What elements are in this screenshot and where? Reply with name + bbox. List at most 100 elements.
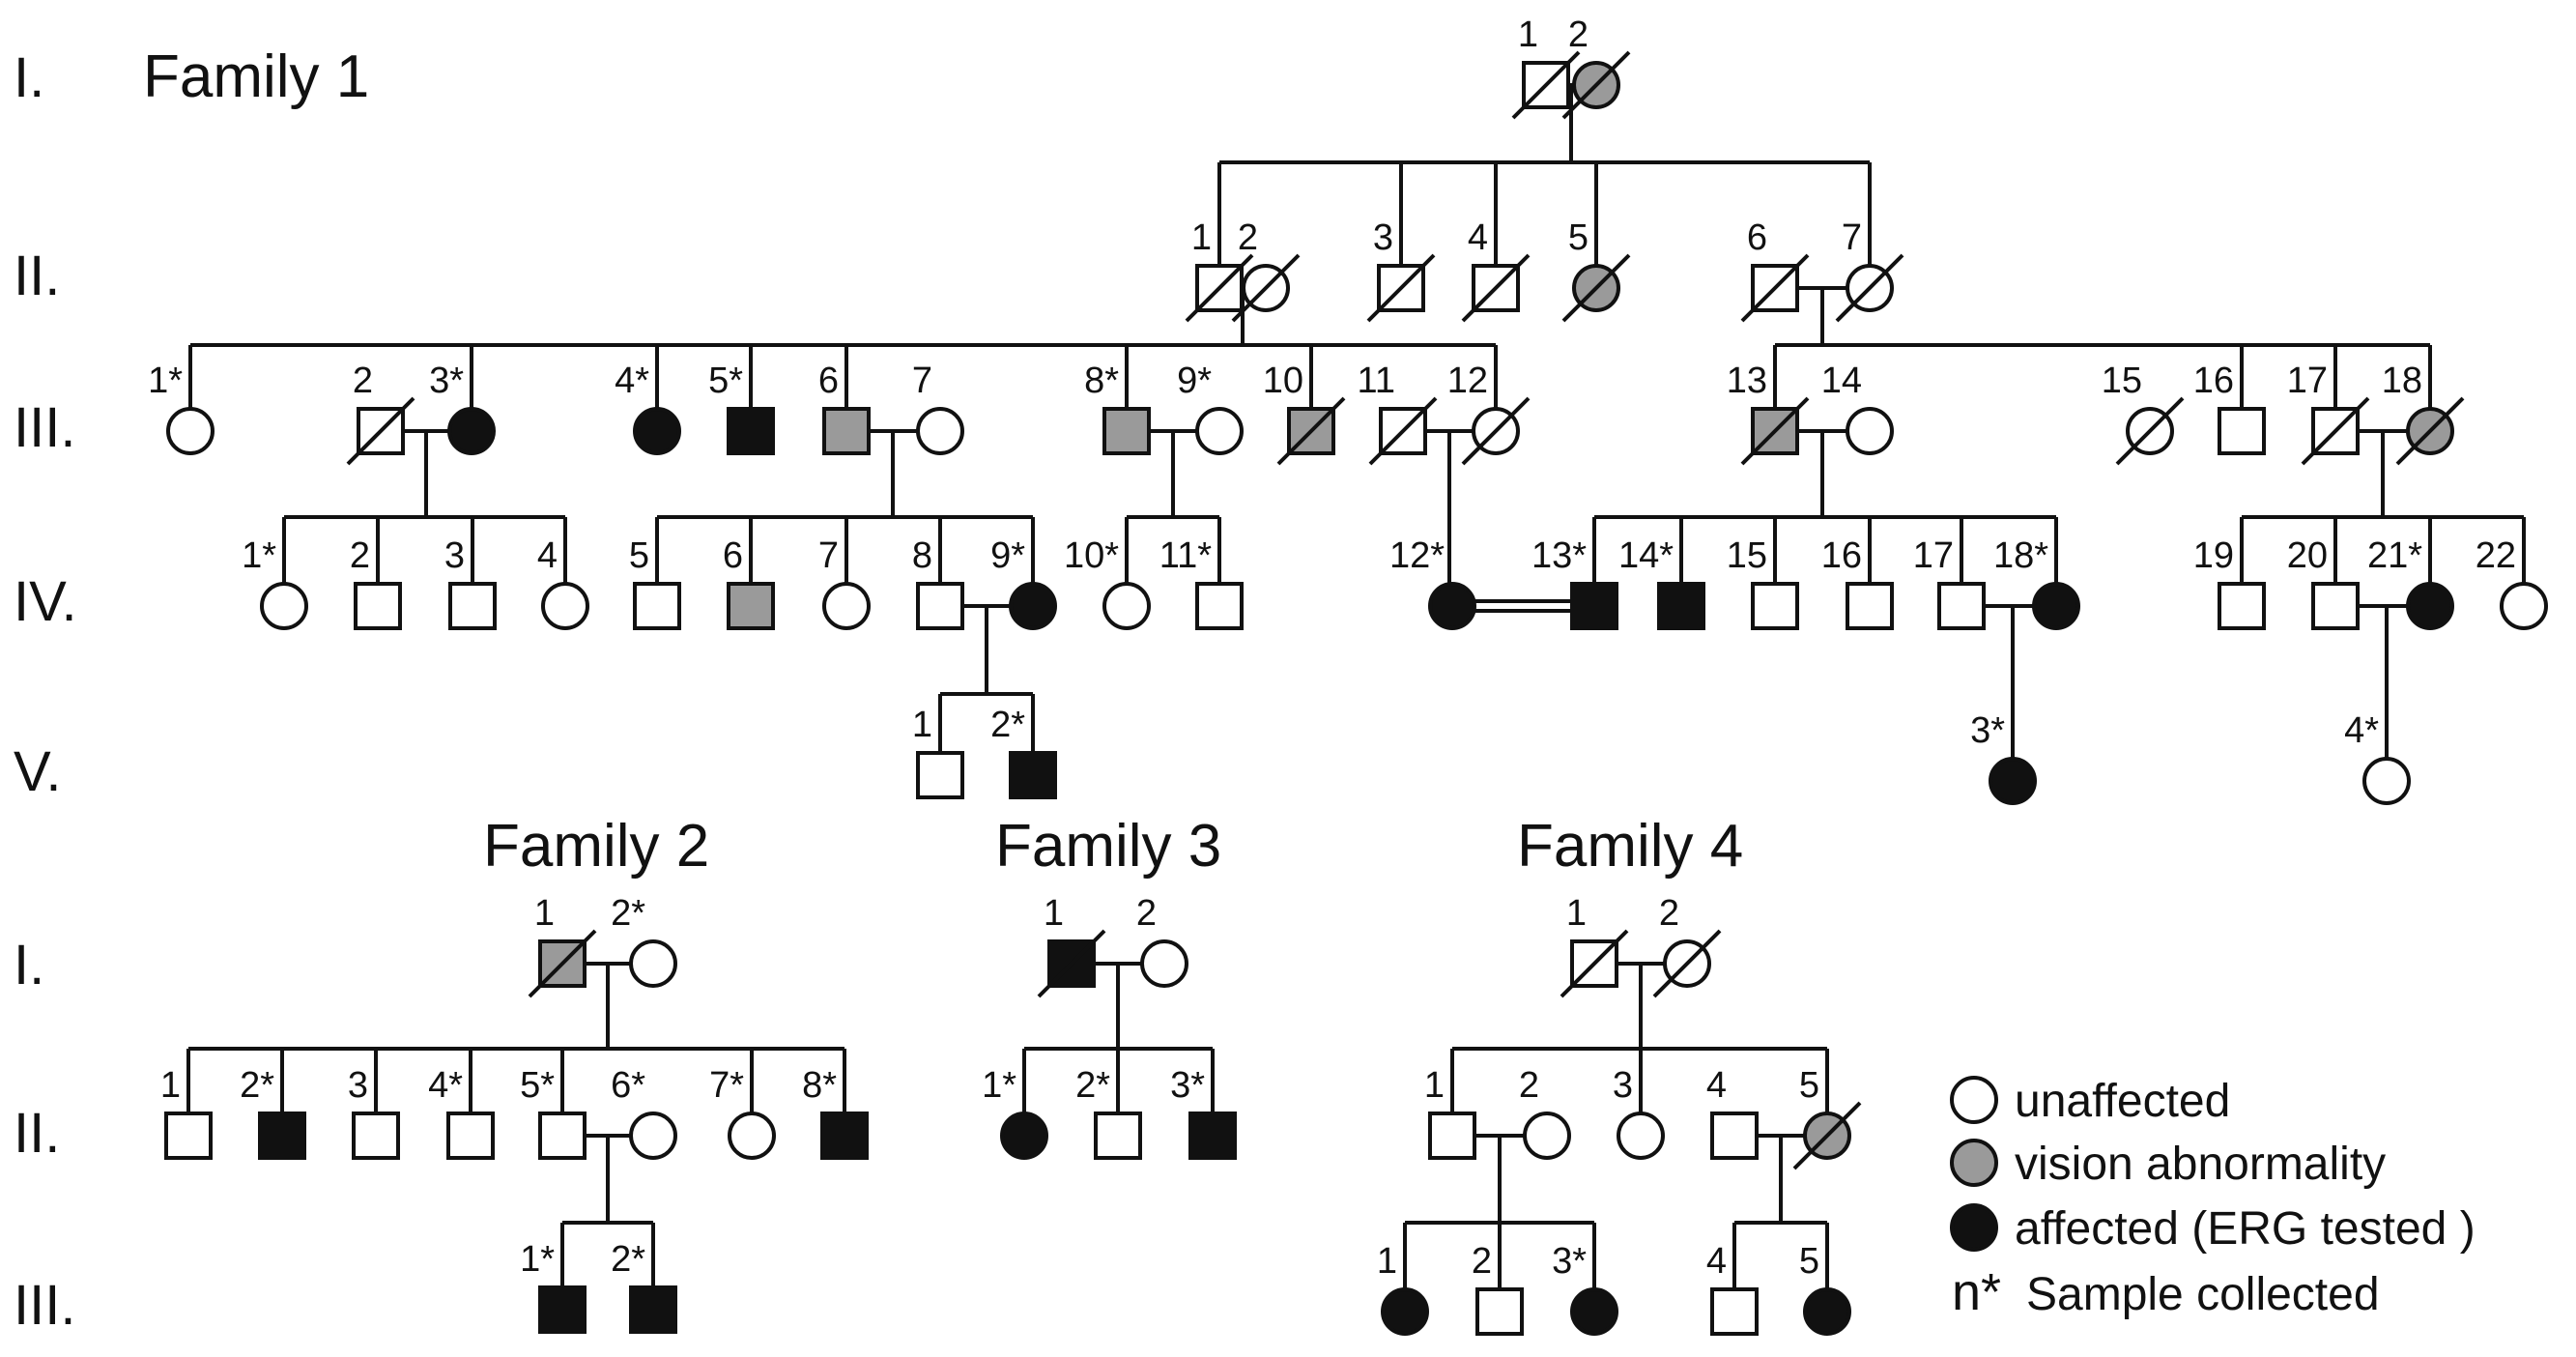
female-symbol [1846, 407, 1894, 455]
female-symbol [629, 939, 677, 988]
individual-label: 4* [615, 361, 649, 401]
female-symbol [2500, 582, 2548, 630]
individual-label: 6 [1747, 217, 1767, 258]
pedigree-individual: 1 [528, 893, 597, 998]
pedigree-individual: 1 [1377, 1241, 1429, 1336]
pedigree-individual: 7 [818, 535, 871, 630]
female-symbol [1381, 1287, 1429, 1336]
pedigree-individual: 3* [429, 361, 496, 455]
pedigree-individual: 3 [444, 535, 497, 630]
individual-label: 16 [2193, 361, 2234, 401]
individual-label: 14* [1618, 535, 1674, 576]
legend-vision-symbol [1950, 1139, 1998, 1187]
legend-unaffected-symbol [1950, 1076, 1998, 1124]
female-symbol [1428, 582, 1476, 630]
legend-vision-label: vision abnormality [2015, 1139, 2386, 1190]
deceased-slash [1560, 929, 1629, 998]
female-symbol [2032, 582, 2080, 630]
male-symbol [1475, 1287, 1524, 1336]
individual-label: 5* [708, 361, 743, 401]
male-symbol [1710, 1287, 1759, 1336]
pedigree-individual: 13 [1727, 361, 1810, 466]
pedigree-individual: 6 [723, 535, 775, 630]
female-symbol [1000, 1112, 1048, 1160]
individual-label: 1 [1377, 1241, 1397, 1282]
individual-label: 19 [2193, 535, 2234, 576]
deceased-slash [2395, 396, 2465, 466]
individual-label: 7 [818, 535, 839, 576]
male-symbol [1751, 582, 1799, 630]
pedigree-individual: 3 [348, 1065, 400, 1160]
individual-label: 3* [1552, 1241, 1587, 1282]
pedigree-individual: 4 [1461, 217, 1531, 323]
pedigree-individual: 5 [629, 535, 681, 630]
individual-label: 4 [1468, 217, 1488, 258]
individual-label: 3 [348, 1065, 368, 1106]
female-symbol [822, 582, 871, 630]
pedigree-individual: 7 [1835, 217, 1904, 323]
pedigree-individual: 3 [1613, 1065, 1665, 1160]
female-symbol [260, 582, 308, 630]
male-symbol [352, 1112, 400, 1160]
pedigree-individual: 17 [1913, 535, 1986, 630]
individual-label: 18* [1993, 535, 2048, 576]
individual-label: 11* [1159, 535, 1212, 576]
individual-label: 15 [2102, 361, 2142, 401]
male-symbol [448, 582, 497, 630]
pedigree-individual: 3* [1170, 1065, 1237, 1160]
pedigree-individual: 20 [2287, 535, 2360, 630]
female-symbol [447, 407, 496, 455]
pedigree-individual: 18* [1993, 535, 2080, 630]
female-symbol [166, 407, 215, 455]
individual-label: 3 [444, 535, 465, 576]
individual-label: 1 [912, 705, 932, 745]
legend: unaffected vision abnormality affected (… [1950, 1076, 2476, 1321]
individual-label: 7 [1842, 217, 1862, 258]
male-symbol [633, 582, 681, 630]
deceased-slash [1740, 396, 1810, 466]
individual-label: 1 [1424, 1065, 1445, 1106]
female-symbol [728, 1112, 776, 1160]
male-symbol [1657, 582, 1705, 630]
individual-label: 1* [148, 361, 183, 401]
male-symbol [2218, 582, 2266, 630]
pedigree-individual: 4 [1706, 1241, 1759, 1336]
individual-label: 1 [1191, 217, 1212, 258]
generation-label: III. [14, 1274, 75, 1337]
individual-label: 5 [1568, 217, 1589, 258]
male-symbol [1846, 582, 1894, 630]
male-symbol [1009, 751, 1057, 799]
individual-label: 2* [990, 705, 1025, 745]
pedigree-individual: 1 [1511, 14, 1581, 120]
pedigree-individual: 1* [520, 1239, 587, 1334]
individual-label: 8* [1084, 361, 1119, 401]
individual-label: 4 [537, 535, 558, 576]
deceased-slash [1185, 253, 1254, 323]
pedigree-individual: 5 [1799, 1241, 1851, 1336]
male-symbol [354, 582, 402, 630]
deceased-slash [1561, 50, 1631, 120]
individual-label: 2 [1472, 1241, 1492, 1282]
pedigree-individual: 4 [1706, 1065, 1759, 1160]
deceased-slash [1652, 929, 1722, 998]
individual-label: 17 [1913, 535, 1954, 576]
male-symbol [1937, 582, 1986, 630]
legend-sample-symbol: n* [1952, 1263, 2001, 1321]
individual-label: 2 [1659, 893, 1679, 934]
deceased-slash [346, 396, 415, 466]
female-symbol [1617, 1112, 1665, 1160]
generation-label: I. [14, 46, 44, 109]
pedigree-individual: 7* [709, 1065, 776, 1160]
male-symbol [629, 1285, 677, 1334]
generation-label: IV. [14, 570, 77, 633]
legend-affected-symbol [1950, 1203, 1998, 1252]
individual-label: 21* [2367, 535, 2422, 576]
pedigree-individual: 17 [2287, 361, 2370, 466]
male-symbol [164, 1112, 213, 1160]
individual-label: 6 [818, 361, 839, 401]
male-symbol [2218, 407, 2266, 455]
individual-label: 1 [160, 1065, 181, 1106]
male-symbol [538, 1285, 587, 1334]
female-symbol [633, 407, 681, 455]
individual-label: 9* [1177, 361, 1212, 401]
